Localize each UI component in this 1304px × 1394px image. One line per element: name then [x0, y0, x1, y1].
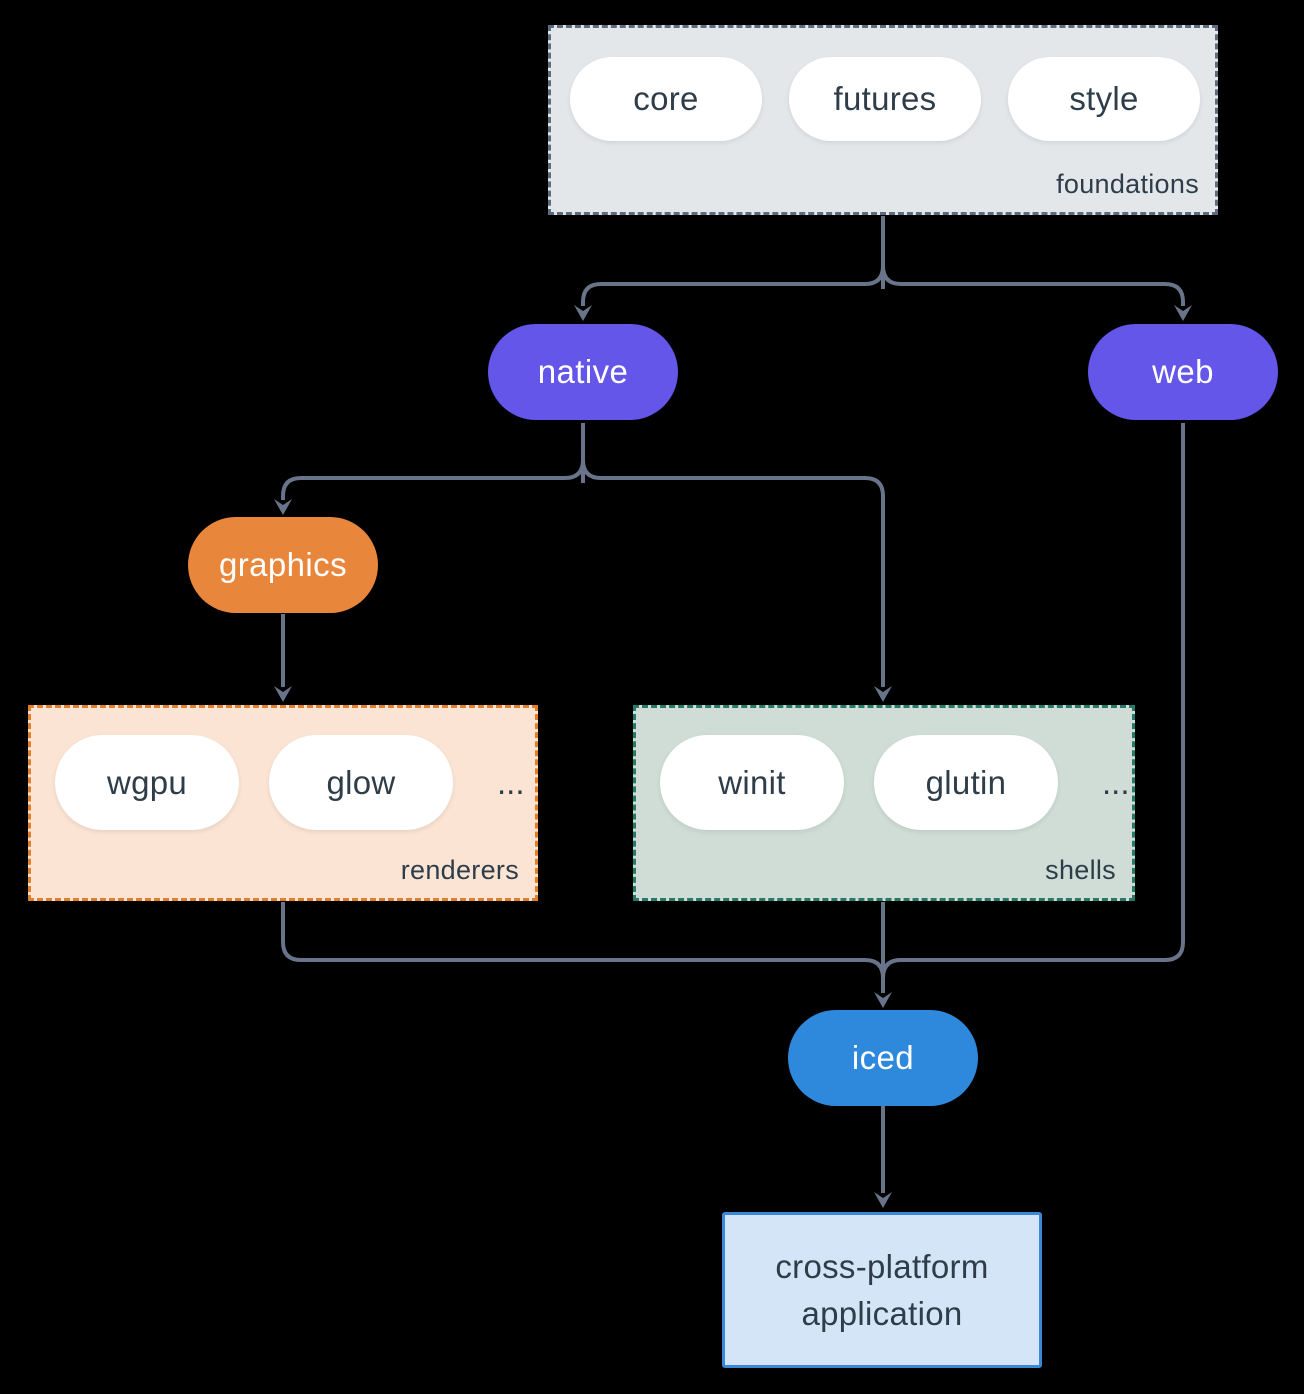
- renderers-pill-row: wgpu glow ...: [31, 708, 535, 830]
- node-graphics: graphics: [188, 517, 378, 613]
- node-winit: winit: [660, 735, 844, 830]
- arrow-native-to-shells: [581, 459, 885, 687]
- node-wgpu: wgpu: [55, 735, 239, 830]
- application-label-line2: application: [801, 1295, 963, 1332]
- arrowhead-renderers: [274, 686, 292, 702]
- node-glow: glow: [269, 735, 453, 830]
- arrowhead-application: [874, 1192, 892, 1208]
- node-glutin: glutin: [874, 735, 1058, 830]
- arrowhead-graphics: [274, 499, 292, 515]
- foundations-pill-row: core futures style: [551, 28, 1215, 141]
- arrow-foundations-to-web: [881, 265, 1185, 306]
- arrowhead-shells: [874, 686, 892, 702]
- arrow-web-to-iced: [881, 423, 1185, 979]
- arrowhead-web: [1174, 305, 1192, 321]
- group-label-renderers: renderers: [400, 855, 519, 885]
- shells-ellipsis: ...: [1102, 763, 1130, 801]
- group-label-shells: shells: [1045, 855, 1116, 885]
- arrowhead-iced: [874, 992, 892, 1008]
- node-cross-platform-application: cross-platform application: [722, 1212, 1042, 1368]
- group-foundations: core futures style foundations: [548, 25, 1218, 215]
- node-futures: futures: [789, 57, 981, 141]
- arrow-renderers-to-iced: [281, 902, 885, 979]
- group-label-foundations: foundations: [1056, 169, 1199, 199]
- node-style: style: [1008, 57, 1200, 141]
- group-renderers: wgpu glow ... renderers: [28, 705, 538, 901]
- renderers-ellipsis: ...: [497, 763, 525, 801]
- node-native: native: [488, 324, 678, 420]
- arrowhead-native: [574, 305, 592, 321]
- arrow-foundations-to-native: [581, 265, 885, 306]
- application-label-line1: cross-platform: [775, 1248, 989, 1285]
- node-iced: iced: [788, 1010, 978, 1106]
- arrow-native-to-graphics: [281, 459, 585, 500]
- node-core: core: [570, 57, 762, 141]
- node-web: web: [1088, 324, 1278, 420]
- shells-pill-row: winit glutin ...: [636, 708, 1132, 830]
- group-shells: winit glutin ... shells: [633, 705, 1135, 901]
